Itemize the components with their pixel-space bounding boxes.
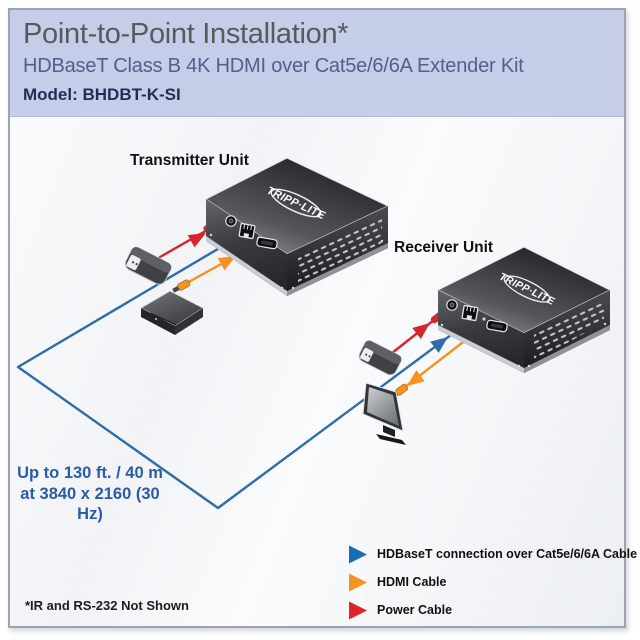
transmitter-label: Transmitter Unit <box>130 152 249 169</box>
media-source-device <box>140 290 204 335</box>
header: Point-to-Point Installation* HDBaseT Cla… <box>10 10 624 117</box>
transmitter-unit: TRIPP·LITE <box>205 157 390 296</box>
power-adapter <box>358 340 402 376</box>
distance-line2: at 3840 x 2160 (30 Hz) <box>20 484 160 524</box>
hdbaset-cable-line <box>16 241 460 510</box>
hdmi-port <box>486 319 508 333</box>
ethernet-port <box>238 222 256 240</box>
legend-item-power: Power Cable <box>348 600 637 620</box>
diagram-frame: Point-to-Point Installation* HDBaseT Cla… <box>8 8 637 628</box>
power-arrow-icon <box>187 233 206 248</box>
installation-diagram: TRIPP·LITE <box>16 157 612 510</box>
hdmi-arrow-icon <box>217 256 236 271</box>
display-monitor <box>362 382 406 445</box>
legend: HDBaseT connection over Cat5e/6/6A Cable… <box>348 544 637 620</box>
legend-label: HDMI Cable <box>377 575 447 589</box>
ethernet-port <box>461 304 479 322</box>
hdmi-arrow-icon <box>407 370 425 386</box>
power-arrow-icon <box>412 323 430 339</box>
distance-line1: Up to 130 ft. / 40 m <box>17 464 163 482</box>
hdmi-plug-icon <box>172 279 191 293</box>
page-subtitle: HDBaseT Class B 4K HDMI over Cat5e/6/6A … <box>23 54 524 77</box>
legend-label: HDBaseT connection over Cat5e/6/6A Cable <box>377 547 638 561</box>
hdmi-port <box>256 236 278 250</box>
hdmi-arrow-icon <box>349 573 367 591</box>
hdbaset-arrow-icon <box>430 337 448 353</box>
tx-power-cable-line <box>158 227 211 259</box>
model-number: Model: BHDBT-K-SI <box>23 84 181 104</box>
receiver-label: Receiver Unit <box>394 239 494 256</box>
legend-item-hdmi: HDMI Cable <box>348 572 637 592</box>
legend-label: Power Cable <box>377 603 453 617</box>
vent-grille <box>298 218 382 287</box>
hdbaset-arrow-icon <box>349 545 367 563</box>
receiver-unit: TRIPP·LITE <box>436 246 612 373</box>
ir-port <box>482 317 486 321</box>
power-port <box>225 215 237 227</box>
legend-item-hdbaset: HDBaseT connection over Cat5e/6/6A Cable <box>348 544 637 564</box>
power-adapter <box>124 247 172 285</box>
power-arrow-icon <box>349 601 367 619</box>
distance-note: Up to 130 ft. / 40 m at 3840 x 2160 (30 … <box>10 463 170 525</box>
vent-grille <box>534 298 604 362</box>
power-port <box>446 299 458 311</box>
page-title: Point-to-Point Installation* <box>23 18 349 50</box>
footnote: *IR and RS-232 Not Shown <box>25 598 189 613</box>
